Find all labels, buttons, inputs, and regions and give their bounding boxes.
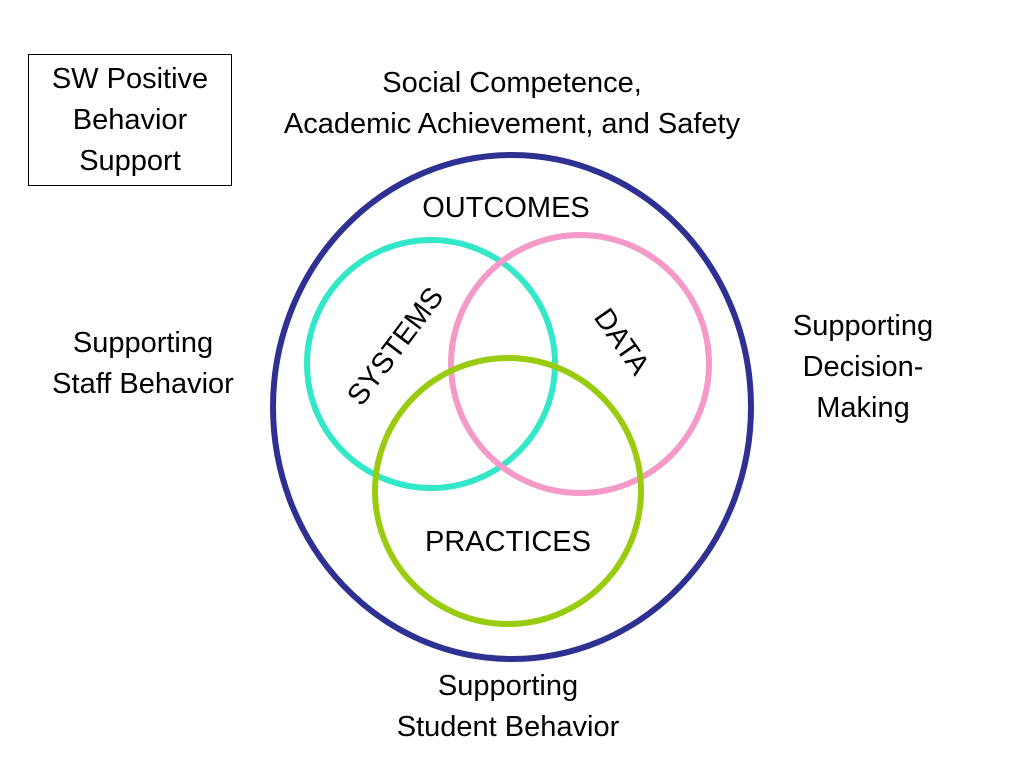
goal-line: Social Competence, — [382, 67, 642, 99]
goal-line: Academic Achievement, and Safety — [283, 108, 741, 140]
practices-label: PRACTICES — [425, 526, 591, 558]
title-line: Behavior — [72, 103, 188, 136]
practices-circle — [372, 355, 644, 627]
data-label: DATA — [587, 303, 655, 382]
staff-behavior-line: Staff Behavior — [52, 368, 234, 400]
student-behavior-label: Supporting Student Behavior — [358, 666, 658, 748]
staff-behavior-label: Supporting Staff Behavior — [28, 323, 258, 405]
systems-label: SYSTEMS — [341, 282, 450, 412]
title-line: Support — [79, 144, 181, 177]
outcomes-label: OUTCOMES — [422, 192, 590, 224]
title-box: SW Positive Behavior Support — [28, 54, 232, 186]
title-line: SW Positive — [51, 62, 209, 95]
student-behavior-line: Supporting — [437, 670, 579, 702]
student-behavior-line: Student Behavior — [396, 711, 620, 743]
decision-making-line: Making — [816, 392, 910, 424]
decision-making-line: Supporting — [792, 310, 934, 342]
outcomes-circle — [270, 152, 754, 662]
data-circle — [448, 232, 712, 496]
systems-circle — [304, 237, 558, 491]
decision-making-label: Supporting Decision- Making — [768, 306, 958, 429]
goal-label: Social Competence, Academic Achievement,… — [232, 63, 792, 145]
staff-behavior-line: Supporting — [72, 327, 214, 359]
decision-making-line: Decision- — [802, 351, 924, 383]
